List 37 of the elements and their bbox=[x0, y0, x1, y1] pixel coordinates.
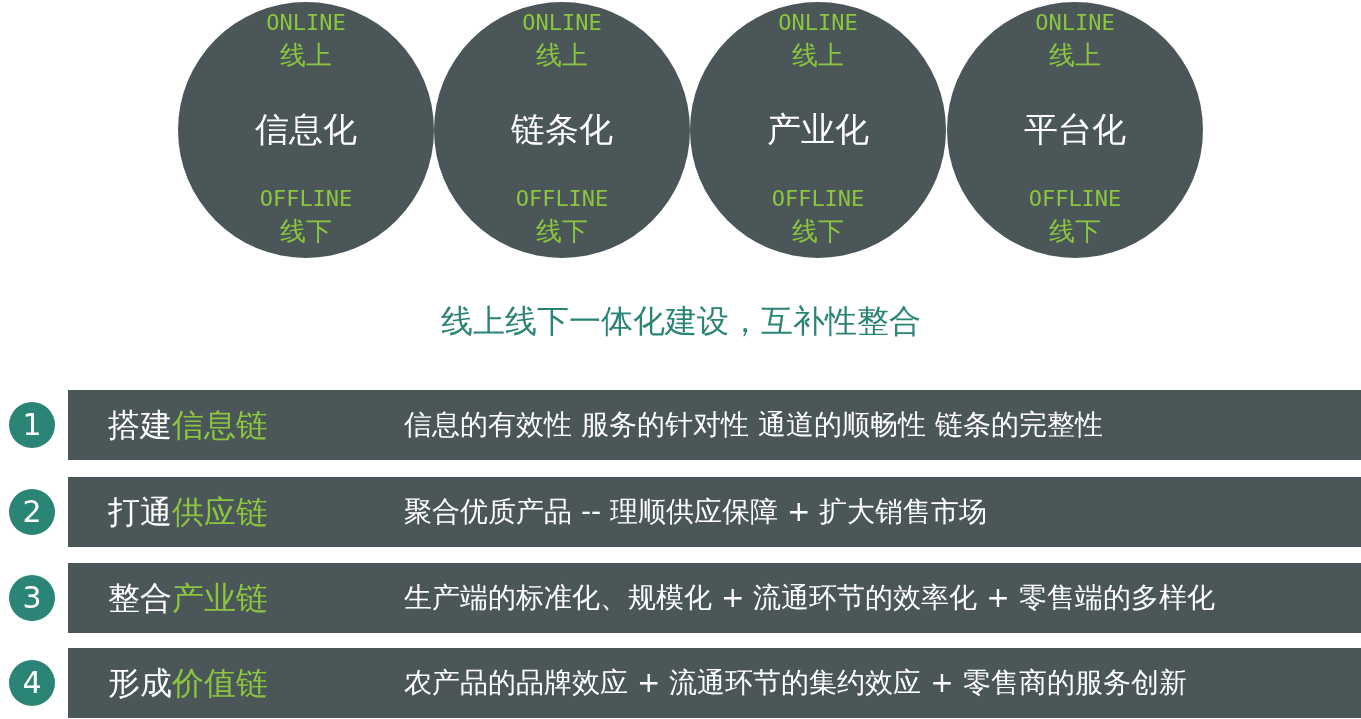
stage-title: 信息化 bbox=[255, 108, 357, 151]
strategy-description: 聚合优质产品 -- 理顺供应保障 + 扩大销售市场 bbox=[404, 494, 988, 530]
offline-label: OFFLINE bbox=[515, 186, 609, 211]
online-label: ONLINE bbox=[522, 10, 602, 35]
stage-title: 链条化 bbox=[511, 108, 613, 151]
online-label: ONLINE bbox=[778, 10, 858, 35]
stage-title: 产业化 bbox=[767, 108, 869, 151]
step-number: 4 bbox=[9, 660, 55, 706]
offline-label: OFFLINE bbox=[259, 186, 353, 211]
online-label: 线上 bbox=[1049, 39, 1101, 72]
strategy-bar bbox=[68, 390, 1361, 460]
strategy-heading: 搭建信息链 bbox=[108, 405, 268, 446]
offline-label: 线下 bbox=[1049, 215, 1101, 248]
offline-label: 线下 bbox=[536, 215, 588, 248]
step-number: 2 bbox=[9, 489, 55, 535]
strategy-description: 生产端的标准化、规模化 + 流通环节的效率化 + 零售端的多样化 bbox=[404, 580, 1215, 616]
step-number: 3 bbox=[9, 575, 55, 621]
strategy-description: 农产品的品牌效应 + 流通环节的集约效应 + 零售商的服务创新 bbox=[404, 665, 1187, 701]
online-label: ONLINE bbox=[1035, 10, 1115, 35]
strategy-description: 信息的有效性 服务的针对性 通道的顺畅性 链条的完整性 bbox=[404, 407, 1103, 443]
offline-label: OFFLINE bbox=[771, 186, 865, 211]
online-label: ONLINE bbox=[266, 10, 346, 35]
step-number: 1 bbox=[9, 402, 55, 448]
strategy-heading: 打通供应链 bbox=[108, 492, 268, 533]
strategy-bar bbox=[68, 563, 1361, 633]
summary-text: 线上线下一体化建设，互补性整合 bbox=[440, 302, 921, 340]
online-label: 线上 bbox=[536, 39, 588, 72]
strategy-heading: 整合产业链 bbox=[108, 578, 268, 619]
stage-title: 平台化 bbox=[1024, 108, 1126, 151]
offline-label: 线下 bbox=[280, 215, 332, 248]
online-label: 线上 bbox=[792, 39, 844, 72]
online-label: 线上 bbox=[280, 39, 332, 72]
offline-label: OFFLINE bbox=[1028, 186, 1122, 211]
offline-label: 线下 bbox=[792, 215, 844, 248]
strategy-bar bbox=[68, 477, 1361, 547]
strategy-bar bbox=[68, 648, 1361, 718]
strategy-heading: 形成价值链 bbox=[108, 663, 268, 704]
